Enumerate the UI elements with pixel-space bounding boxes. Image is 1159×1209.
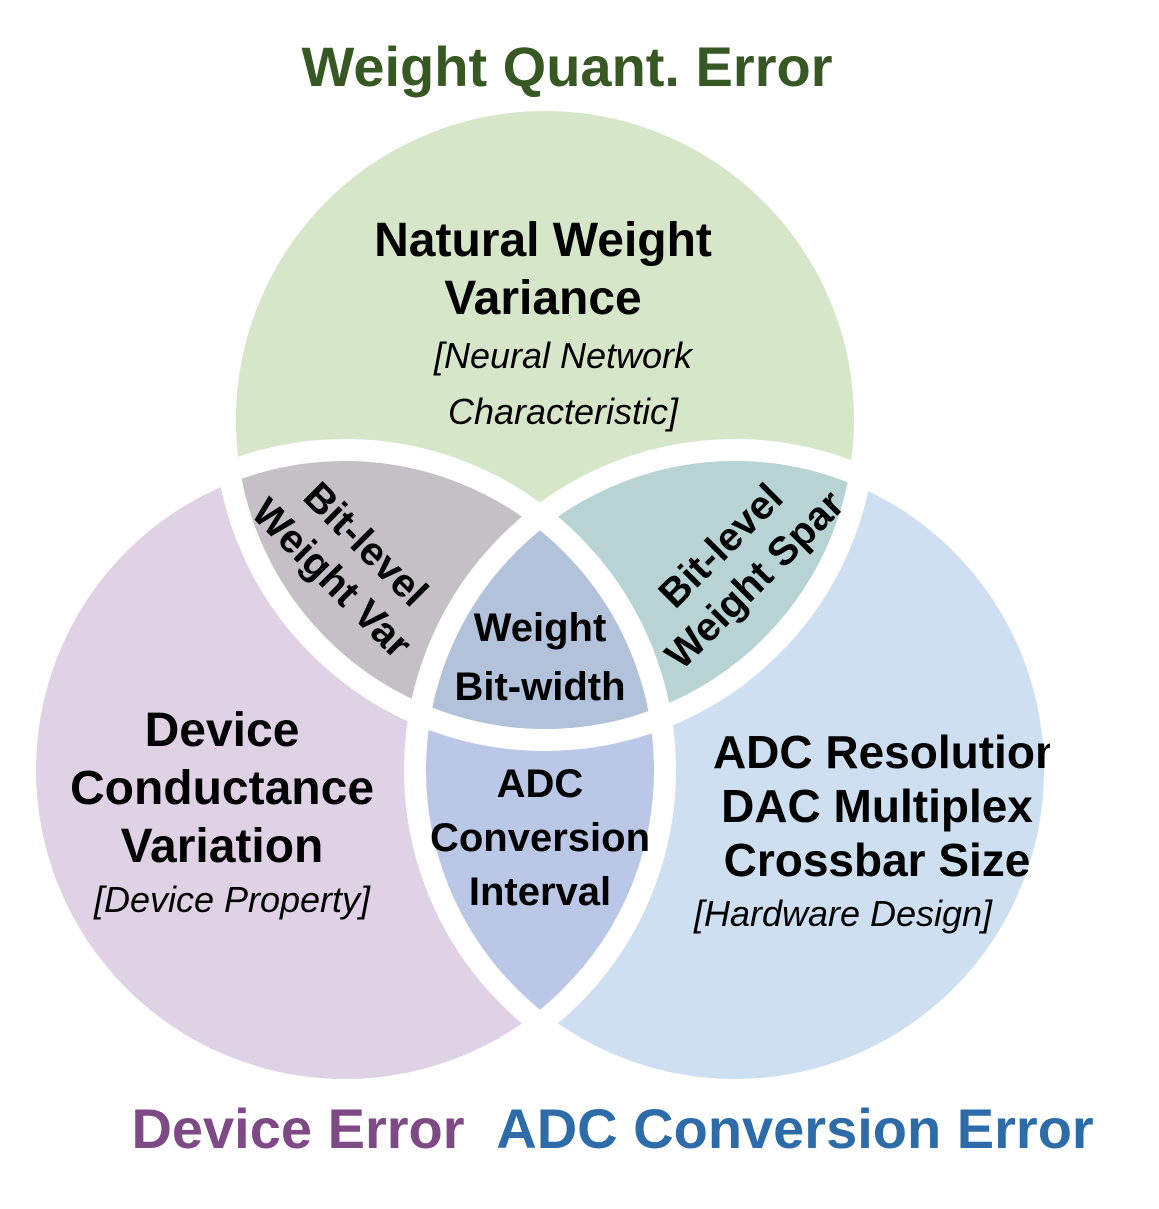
left-circle-outline bbox=[14, 439, 676, 1101]
right-region-heading-line-2: DAC Multiplex bbox=[721, 780, 1033, 832]
top-region-note-line-1: [Neural Network bbox=[433, 335, 694, 376]
left-right-overlap-line-1: ADC bbox=[497, 762, 584, 806]
top-region-text: Natural Weight Variance [Neural Network … bbox=[374, 214, 712, 432]
right-region-note: [Hardware Design] bbox=[693, 893, 993, 934]
left-right-overlap-text: ADC Conversion Interval bbox=[430, 762, 650, 914]
left-region-text: Device Conductance Variation [Device Pro… bbox=[70, 704, 374, 920]
title-top: Weight Quant. Error bbox=[302, 35, 833, 98]
center-overlap bbox=[415, 450, 665, 740]
circle-outlines bbox=[14, 89, 1066, 1101]
top-right-overlap bbox=[415, 450, 865, 740]
right-region-heading-line-3: Crossbar Size bbox=[724, 834, 1031, 886]
left-region-heading-line-1: Device bbox=[145, 704, 300, 757]
right-region-text: ADC Resolution DAC Multiplex Crossbar Si… bbox=[693, 726, 1063, 934]
left-region-note: [Device Property] bbox=[93, 879, 371, 920]
center-text: Weight Bit-width bbox=[454, 606, 625, 709]
title-right: ADC Conversion Error bbox=[496, 1097, 1093, 1160]
left-region-heading-line-3: Variation bbox=[121, 820, 324, 873]
center-line-2: Bit-width bbox=[454, 665, 625, 709]
center-line-1: Weight bbox=[474, 606, 607, 650]
right-circle-outline bbox=[404, 439, 1066, 1101]
right-region-heading-line-1: ADC Resolution bbox=[713, 726, 1063, 778]
left-right-overlap-line-2: Conversion bbox=[430, 816, 650, 860]
top-region-note-line-2: Characteristic] bbox=[448, 391, 679, 432]
left-right-overlap-line-3: Interval bbox=[469, 870, 611, 914]
top-region-heading-line-2: Variance bbox=[444, 272, 641, 325]
top-region-heading-line-1: Natural Weight bbox=[374, 214, 712, 267]
top-left-overlap bbox=[225, 450, 665, 740]
top-circle-outline bbox=[214, 89, 876, 751]
left-region-heading-line-2: Conductance bbox=[70, 762, 374, 815]
title-left: Device Error bbox=[131, 1097, 464, 1160]
